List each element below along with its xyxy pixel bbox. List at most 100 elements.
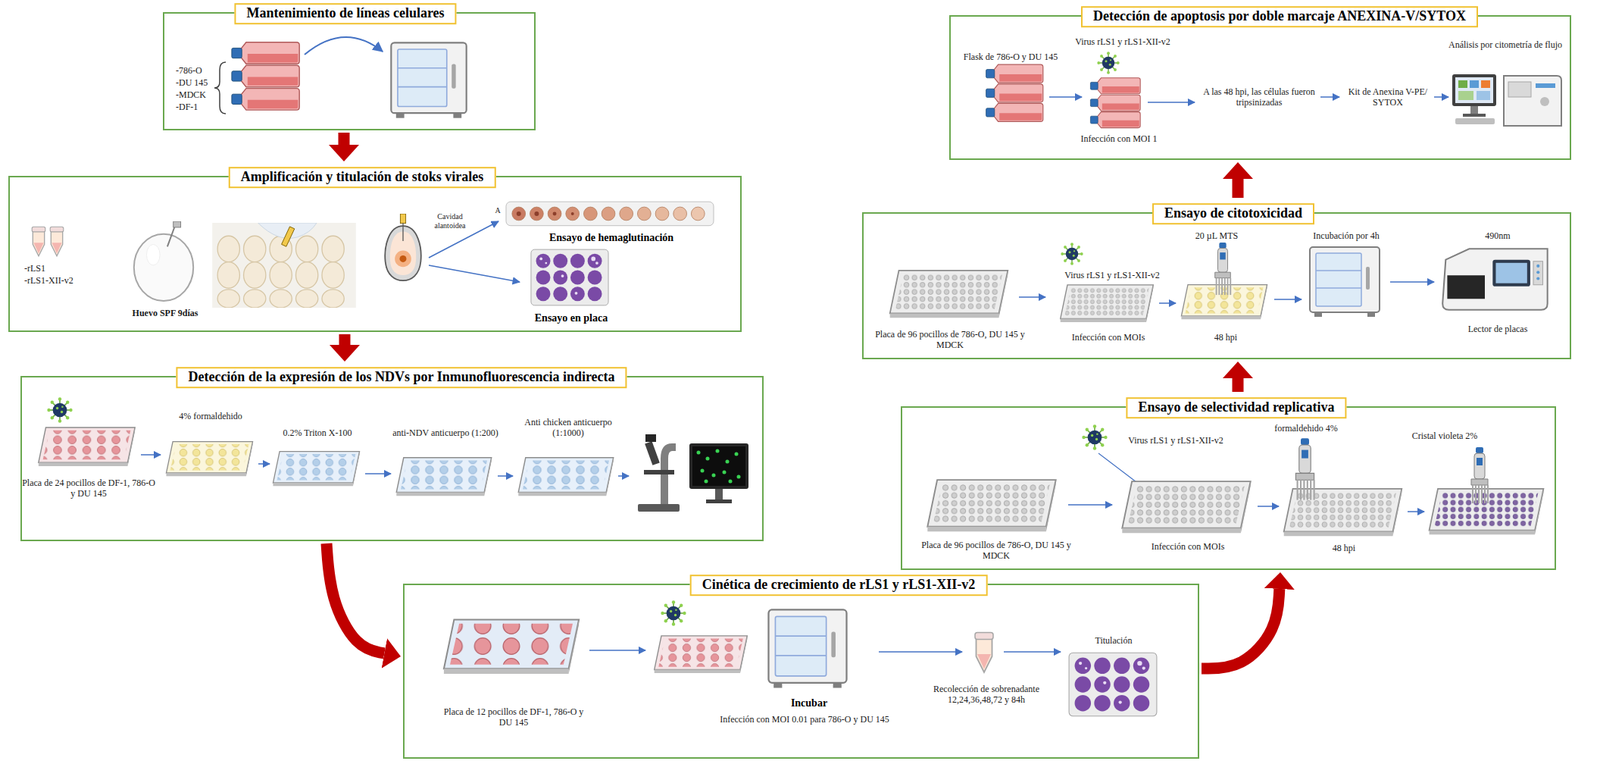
- step-panel: Ensayo de citotoxicidadVirus rLS1 y rLS1…: [862, 212, 1572, 360]
- virus-icon: [1060, 242, 1083, 265]
- step-label: -MDCK: [175, 89, 222, 100]
- step-label: Placa de 24 pocillos de DF-1, 786-O y DU…: [20, 477, 157, 500]
- panel-heading: Amplificación y titulación de stoks vira…: [228, 166, 497, 188]
- step-label: A: [493, 206, 503, 216]
- step-arrow: [1320, 96, 1340, 98]
- step-label: Flask de 786-O y DU 145: [957, 51, 1064, 63]
- step-label: Lector de placas: [1448, 323, 1547, 335]
- step-label: -786-O: [175, 65, 222, 76]
- well-plate: [518, 457, 613, 496]
- step-label: 20 µL MTS: [1178, 230, 1255, 241]
- step-arrow: [1257, 505, 1279, 507]
- virus-icon: [1096, 51, 1119, 74]
- tube: [31, 226, 46, 257]
- step-label: A las 48 hpi, las células fueron tripsin…: [1198, 86, 1320, 109]
- leader-line: [1098, 453, 1137, 482]
- step-arrow: [365, 472, 391, 475]
- step-label: -DU 145: [175, 77, 222, 88]
- step-label: formaldehido 4%: [1264, 422, 1348, 434]
- step-arrow: [1068, 503, 1113, 506]
- flask-stack: [231, 42, 300, 110]
- step-label: Virus rLS1 y rLS1-XII-v2: [1058, 36, 1188, 47]
- step-label: Placa de 96 pocillos de 786-O, DU 145 y …: [920, 539, 1072, 562]
- step-label: Infección con MOIs: [1131, 540, 1245, 552]
- well-plate: [1429, 488, 1544, 535]
- step-label: Virus rLS1 y rLS1-XII-v2: [1055, 269, 1169, 281]
- step-arrow: [1147, 101, 1195, 104]
- flow-cytometer: [1452, 74, 1562, 126]
- virus-icon: [660, 600, 686, 625]
- step-label: 4% formaldehido: [161, 410, 260, 422]
- step-label: Análisis por citometría de flujo: [1444, 39, 1566, 50]
- step-label: 48 hpi: [1313, 542, 1375, 554]
- panel-heading: Detección de la expresión de los NDVs po…: [175, 366, 627, 388]
- panel-heading: Cinética de crecimiento de rLS1 y rLS1-X…: [690, 574, 988, 596]
- step-label: 490nm: [1467, 230, 1529, 241]
- step-label: 0.2% Triton X-100: [268, 427, 367, 438]
- step-arrow: [618, 475, 629, 477]
- eggs-photo: [212, 222, 357, 308]
- flow-arrow: [339, 334, 351, 345]
- well-plate: [654, 635, 748, 673]
- step-arrow: [304, 37, 383, 55]
- flow-arrow: [1232, 378, 1244, 392]
- panel-heading: Detección de apoptosis por doble marcaje…: [1081, 6, 1479, 28]
- plaque-plate: [531, 249, 609, 306]
- flow-arrow: [1201, 588, 1280, 669]
- panel-heading: Ensayo de selectividad replicativa: [1125, 396, 1347, 419]
- step-arrow: [1434, 96, 1449, 98]
- step-label: Placa de 96 pocillos de 786-O, DU 145 y …: [874, 328, 1026, 351]
- step-panel: Amplificación y titulación de stoks vira…: [8, 175, 742, 332]
- pipette: [1471, 446, 1488, 504]
- incubator: [768, 609, 847, 688]
- step-label: Recolección de sobrenadante 12,24,36,48,…: [921, 683, 1051, 706]
- step-label: Ensayo en placa: [506, 312, 636, 325]
- bracket: [214, 62, 226, 114]
- step-label: Incubar: [775, 696, 844, 710]
- step-arrow: [1159, 302, 1176, 304]
- pipette: [1215, 242, 1232, 295]
- step-arrow: [1274, 298, 1302, 300]
- panel-heading: Mantenimiento de líneas celulares: [234, 3, 457, 25]
- step-arrow: [1003, 650, 1061, 653]
- flask-stack: [1090, 78, 1141, 129]
- step-label: Infección con MOIs: [1059, 331, 1158, 343]
- ha-plate: [506, 201, 714, 226]
- step-arrow: [497, 475, 513, 477]
- step-arrow: [589, 649, 646, 651]
- step-arrow: [1390, 281, 1435, 283]
- well-plate: [927, 479, 1056, 532]
- virus-icon: [1081, 424, 1107, 450]
- step-arrow: [1407, 510, 1425, 513]
- step-label: Infección con MOI 1: [1069, 133, 1169, 144]
- step-label: Ensayo de hemaglutinación: [512, 231, 710, 245]
- step-arrow: [878, 650, 963, 653]
- plaque-plate: [1068, 652, 1157, 716]
- step-label: Huevo SPF 9días: [115, 307, 215, 319]
- flow-arrow: [338, 132, 350, 145]
- panel-heading: Ensayo de citotoxicidad: [1152, 203, 1315, 225]
- step-arrow: [428, 265, 520, 282]
- pipette: [1295, 437, 1314, 500]
- step-label: Incubación por 4h: [1296, 230, 1396, 241]
- step-label: Virus rLS1 y rLS1-XII-v2: [1111, 434, 1241, 446]
- well-plate: [1060, 284, 1154, 322]
- step-arrow: [140, 453, 161, 456]
- well-plate: [443, 618, 579, 674]
- virus-icon: [46, 396, 72, 422]
- step-label: 48 hpi: [1195, 331, 1257, 343]
- step-label: -DF-1: [175, 101, 222, 113]
- well-plate: [165, 441, 253, 477]
- tube: [975, 632, 994, 673]
- step-label: Titulación: [1075, 634, 1152, 646]
- plate-reader: [1442, 248, 1547, 310]
- step-panel: Mantenimiento de líneas celulares-786-O-…: [162, 12, 536, 131]
- step-label: Infección con MOI 0.01 para 786-O y DU 1…: [679, 713, 930, 725]
- well-plate: [272, 451, 360, 487]
- well-plate: [38, 427, 135, 466]
- step-label: Cavidad alantoidea: [425, 212, 475, 231]
- flow-arrow: [1232, 178, 1244, 198]
- flow-arrow: [326, 543, 385, 654]
- flask-stack: [986, 64, 1044, 122]
- step-panel: Detección de apoptosis por doble marcaje…: [949, 15, 1572, 160]
